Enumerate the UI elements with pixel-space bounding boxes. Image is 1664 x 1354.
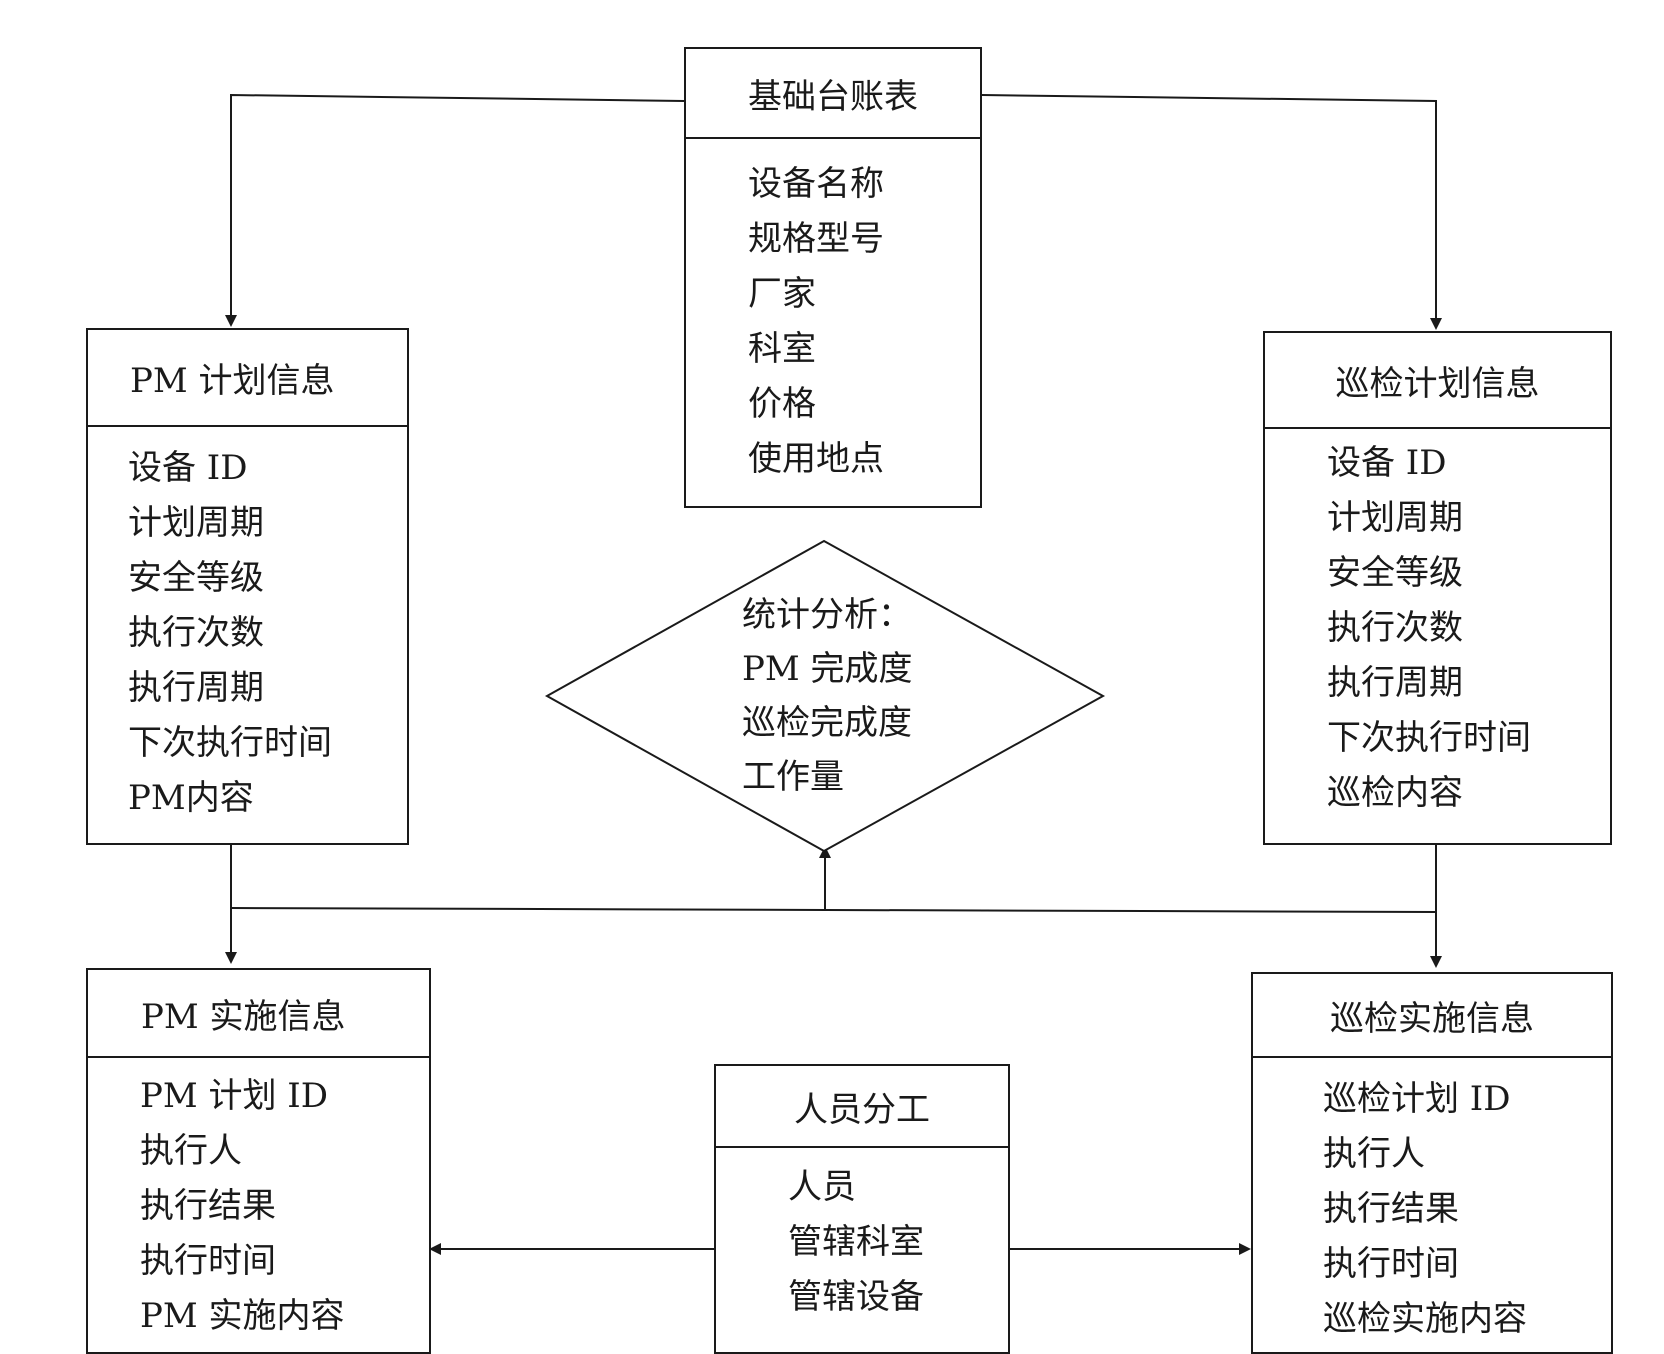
staff-field: 管辖设备 (788, 1277, 924, 1317)
pm-plan-field: PM内容 (128, 778, 254, 818)
pm-plan-box: PM 计划信息 设备 ID 计划周期安全等级执行次数执行周期下次执行时间 PM内容 (86, 328, 409, 845)
ledger-title: 基础台账表 (686, 49, 980, 139)
patrol-exec-field: 执行时间 (1323, 1244, 1459, 1284)
ledger-field: 设备名称 (748, 164, 884, 204)
patrol-plan-field: 下次执行时间 (1327, 718, 1531, 758)
patrol-plan-field-list: 设备 ID 计划周期安全等级执行次数执行周期下次执行时间巡检内容 (1265, 436, 1610, 821)
patrol-exec-field: 执行人 (1323, 1134, 1425, 1174)
pm-exec-field: PM 计划 ID (140, 1076, 328, 1116)
patrol-plan-field: 设备 ID (1327, 443, 1447, 483)
patrol-plan-field: 安全等级 (1327, 553, 1463, 593)
ledger-field: 厂家 (748, 274, 816, 314)
pm-plan-title: PM 计划信息 (88, 330, 407, 427)
pm-exec-field: PM 实施内容 (140, 1296, 345, 1336)
arrow-ledger-to-pm-plan (225, 93, 685, 327)
pm-exec-field: 执行时间 (140, 1241, 276, 1281)
pm-plan-field: 执行周期 (128, 668, 264, 708)
patrol-exec-field: 巡检计划 ID (1323, 1079, 1511, 1119)
pm-exec-field: 执行人 (140, 1131, 242, 1171)
patrol-plan-field: 巡检内容 (1327, 773, 1463, 813)
patrol-exec-field-list: 巡检计划 ID 执行人执行结果执行时间巡检实施内容 (1253, 1072, 1611, 1347)
analysis-line: PM 完成度 (742, 649, 913, 689)
ledger-field: 科室 (748, 329, 816, 369)
pm-exec-title: PM 实施信息 (88, 970, 429, 1058)
staff-field-list: 人员管辖科室管辖设备 (716, 1160, 1008, 1325)
ledger-field: 价格 (748, 384, 816, 424)
pm-plan-field: 计划周期 (128, 503, 264, 543)
ledger-box: 基础台账表 设备名称规格型号厂家科室价格使用地点 (684, 47, 982, 508)
patrol-plan-field: 执行次数 (1327, 608, 1463, 648)
patrol-plan-field: 计划周期 (1327, 498, 1463, 538)
patrol-exec-box: 巡检实施信息 巡检计划 ID 执行人执行结果执行时间巡检实施内容 (1251, 972, 1613, 1354)
patrol-exec-title: 巡检实施信息 (1253, 974, 1611, 1058)
patrol-plan-box: 巡检计划信息 设备 ID 计划周期安全等级执行次数执行周期下次执行时间巡检内容 (1263, 331, 1612, 845)
patrol-exec-field: 执行结果 (1323, 1189, 1459, 1229)
ledger-field: 规格型号 (748, 219, 884, 259)
patrol-plan-field: 执行周期 (1327, 663, 1463, 703)
staff-field: 管辖科室 (788, 1222, 924, 1262)
staff-title: 人员分工 (716, 1066, 1008, 1148)
pm-plan-field: 执行次数 (128, 613, 264, 653)
patrol-plan-title: 巡检计划信息 (1265, 333, 1610, 429)
patrol-exec-field: 巡检实施内容 (1323, 1299, 1527, 1339)
arrow-ledger-to-patrol-plan (981, 94, 1442, 330)
pm-plan-field: 安全等级 (128, 558, 264, 598)
pm-plan-field: 下次执行时间 (128, 723, 332, 763)
pm-exec-field: 执行结果 (140, 1186, 276, 1226)
analysis-text: 统计分析： PM 完成度巡检完成度工作量 (742, 588, 913, 804)
analysis-line: 统计分析： (742, 595, 912, 635)
pm-exec-box: PM 实施信息 PM 计划 ID 执行人执行结果执行时间 PM 实施内容 (86, 968, 431, 1354)
pm-plan-field-list: 设备 ID 计划周期安全等级执行次数执行周期下次执行时间 PM内容 (88, 441, 407, 826)
analysis-diamond (544, 539, 1106, 853)
ledger-field-list: 设备名称规格型号厂家科室价格使用地点 (686, 157, 980, 487)
analysis-line: 工作量 (742, 757, 844, 797)
staff-box: 人员分工 人员管辖科室管辖设备 (714, 1064, 1010, 1354)
connector-bus (230, 907, 1437, 913)
analysis-line: 巡检完成度 (742, 703, 912, 743)
ledger-field: 使用地点 (748, 439, 884, 479)
pm-exec-field-list: PM 计划 ID 执行人执行结果执行时间 PM 实施内容 (88, 1069, 429, 1344)
pm-plan-field: 设备 ID (128, 448, 248, 488)
staff-field: 人员 (788, 1167, 856, 1207)
